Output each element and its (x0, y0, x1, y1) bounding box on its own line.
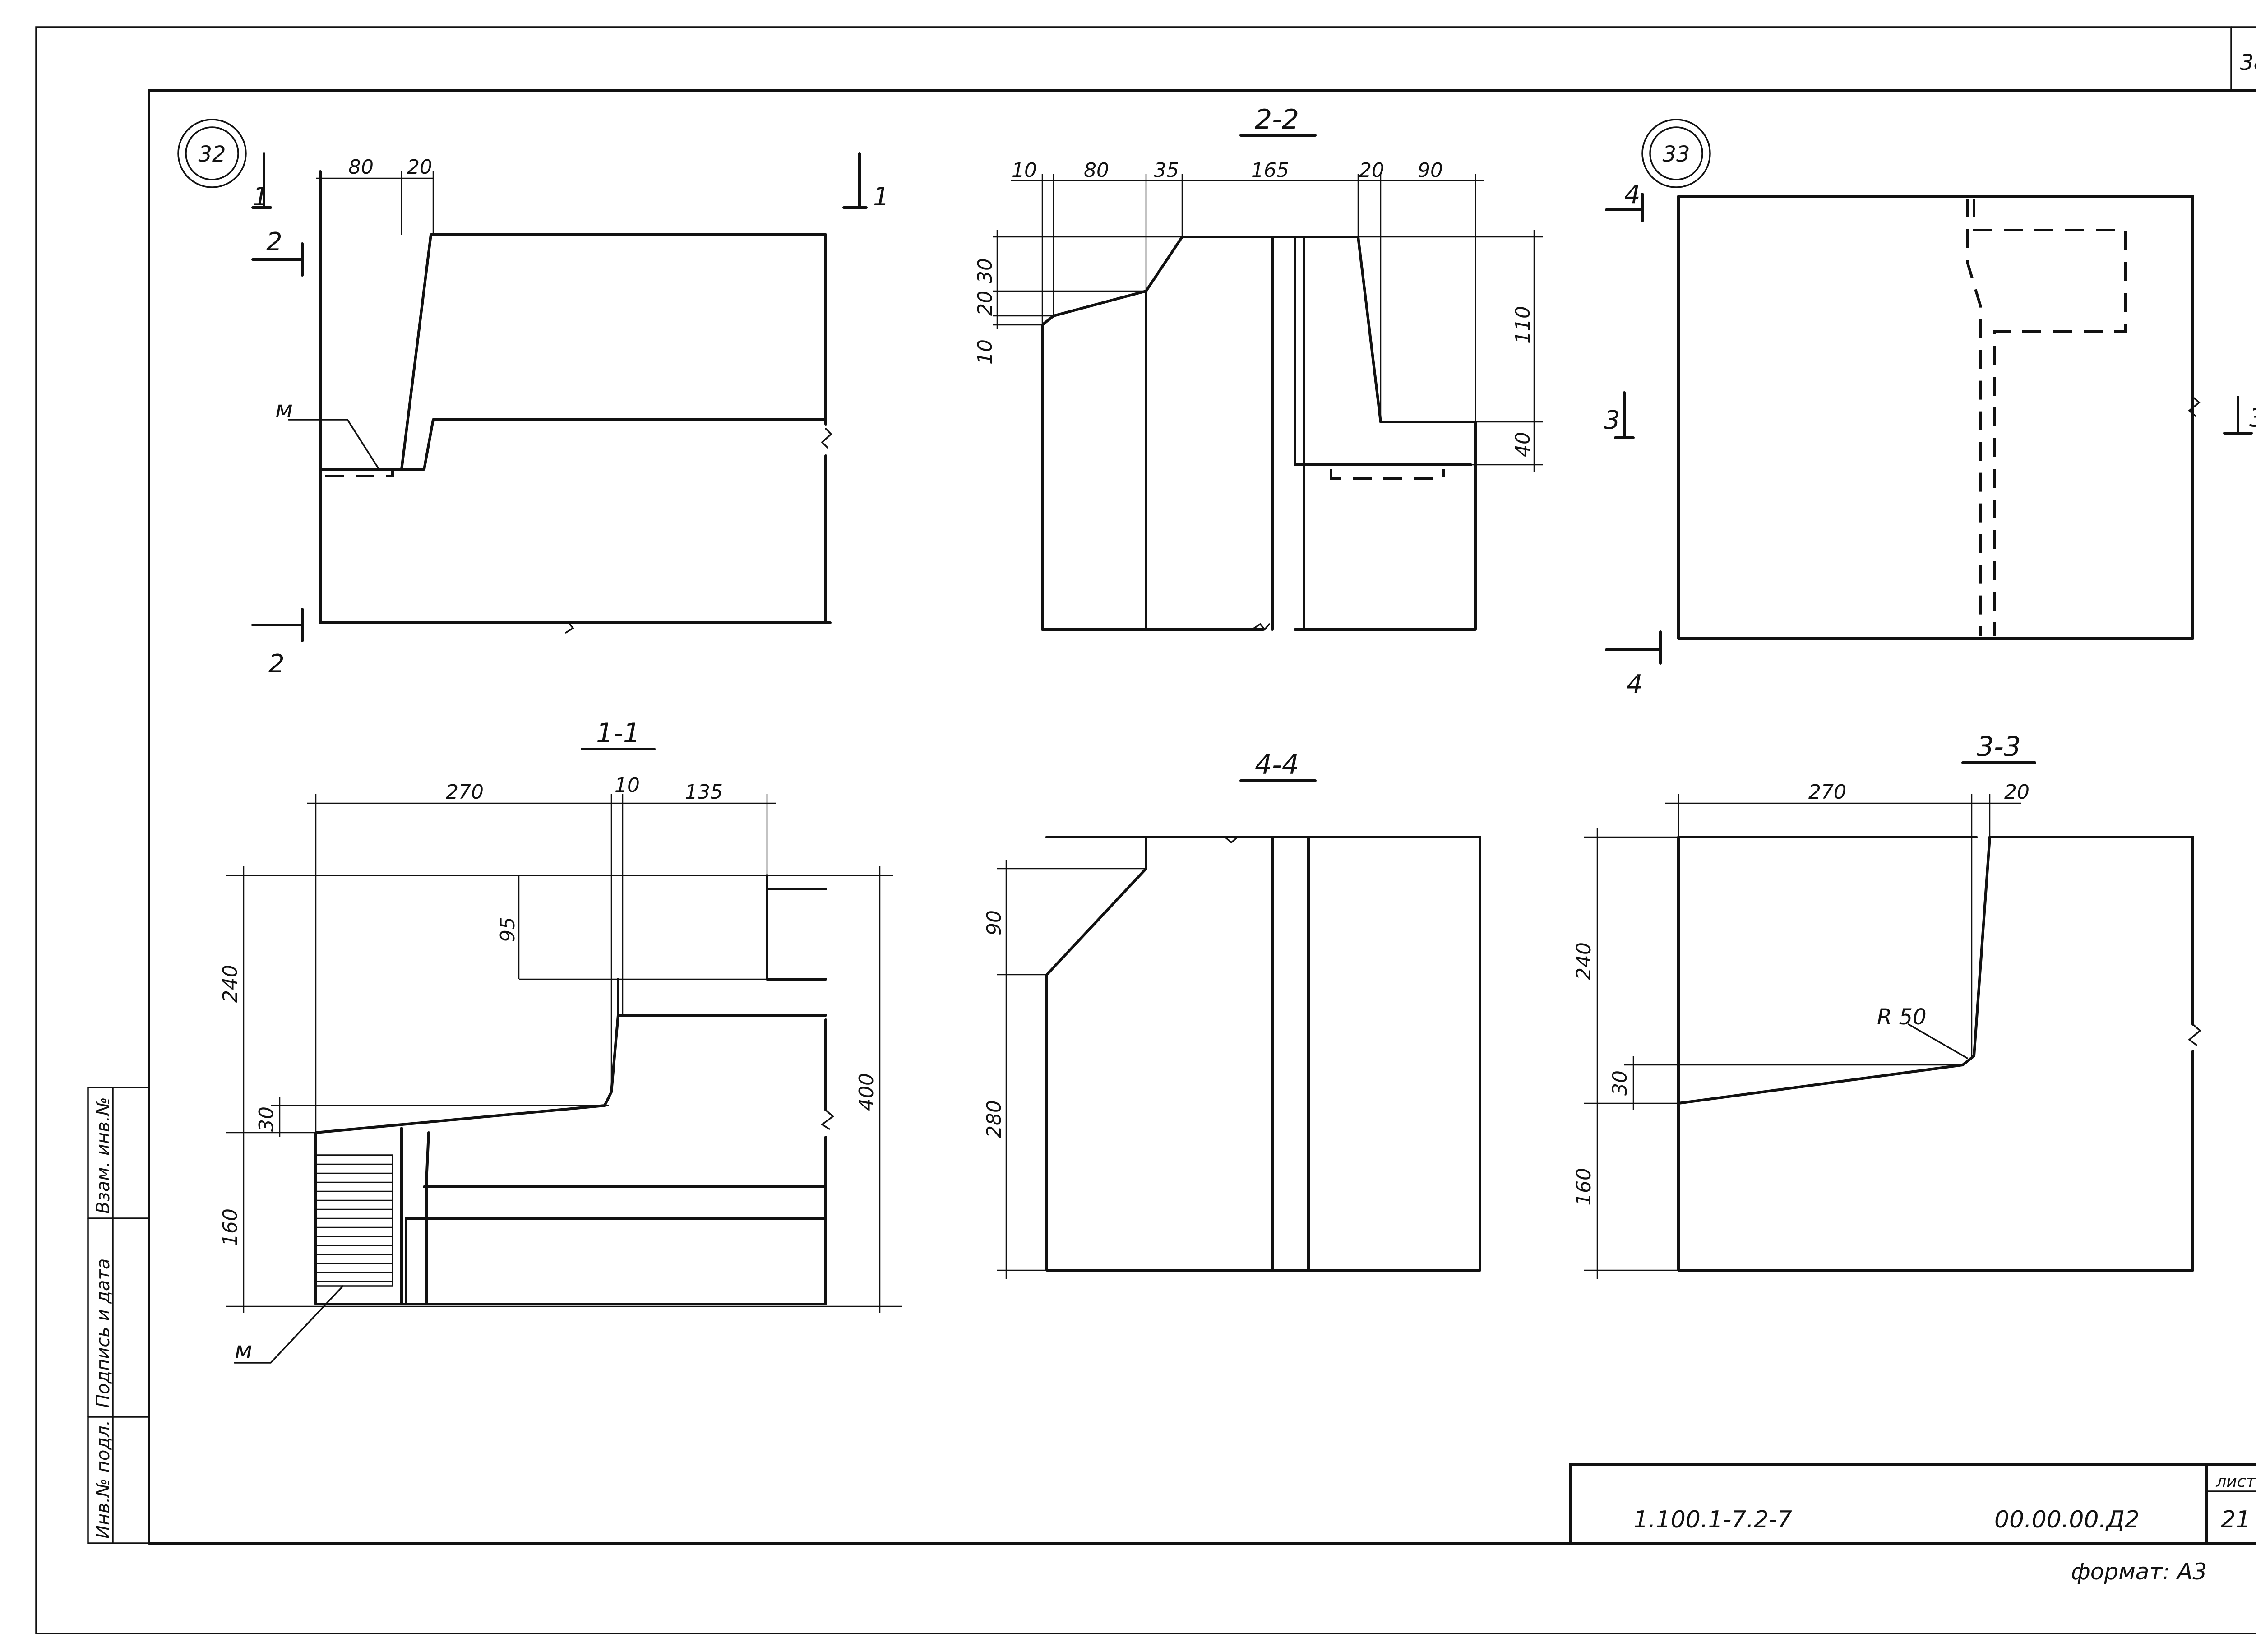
dim-270: 270 (1808, 781, 1846, 804)
dim-left-160: 160 (1572, 1168, 1595, 1206)
leader-m-sec11: м (235, 1337, 252, 1364)
cut-1-left: 1 (253, 182, 269, 212)
section-title-1-1: 1-1 (596, 717, 640, 749)
node-marker-32-ring (177, 119, 247, 188)
stamp-doc-series: 1.100.1-7.2-7 (1633, 1506, 1792, 1533)
dim-80: 80 (348, 156, 374, 179)
dim-left-90: 90 (983, 910, 1006, 935)
cut-2-top: 2 (266, 227, 282, 257)
dim-right-40: 40 (1512, 432, 1535, 457)
side-approval-column: Инв.№ подл. Подпись и дата Взам. инв.№ (87, 1087, 150, 1544)
node-marker-32: 32 (198, 142, 226, 167)
cut-4-bottom: 4 (1627, 670, 1643, 699)
title-stamp: 1.100.1-7.2-7 00.00.00.Д2 лист 21 (1569, 1463, 2256, 1545)
dim-right-110: 110 (1512, 306, 1535, 344)
stamp-doc-code: 00.00.00.Д2 (1994, 1506, 2140, 1533)
view-node-33: 33 4 4 3 3 (1604, 119, 2256, 699)
node-marker-33-ring (1641, 119, 1711, 188)
view-node-32: 32 80 20 1 1 2 2 м (177, 119, 889, 679)
radius-r50: R 50 (1877, 1004, 1927, 1030)
dim-10: 10 (1012, 159, 1037, 182)
cut-3-left: 3 (1604, 406, 1620, 435)
view-section-2-2: 2-2 10 80 35 165 20 90 30 20 10 110 40 (974, 104, 1543, 631)
dim-35: 35 (1154, 159, 1179, 182)
dim-20: 20 (407, 156, 432, 179)
dim-inner-95: 95 (496, 917, 519, 942)
cut-4-top: 4 (1624, 180, 1641, 209)
section-title-2-2: 2-2 (1255, 104, 1299, 135)
dim-left-30: 30 (1609, 1070, 1632, 1096)
dim-right-400: 400 (855, 1073, 878, 1111)
dim-270: 270 (446, 781, 484, 804)
stamp-sheet-label: лист (2215, 1472, 2256, 1491)
hatched-block (315, 1154, 393, 1287)
dim-left-160: 160 (219, 1208, 242, 1246)
view-section-1-1: 1-1 м 270 10 135 240 30 160 95 (219, 717, 902, 1364)
dim-80: 80 (1084, 159, 1109, 182)
dim-165: 165 (1251, 159, 1289, 182)
cut-2-bottom: 2 (268, 649, 285, 679)
dim-left-10: 10 (974, 339, 997, 365)
view-section-4-4: 4-4 90 280 (983, 749, 1481, 1279)
node-marker-33: 33 (1662, 142, 1690, 167)
dim-20: 20 (2004, 781, 2029, 804)
section-title-4-4: 4-4 (1255, 749, 1299, 781)
page-corner-number: 38 (2240, 50, 2256, 75)
dim-left-20: 20 (974, 291, 997, 316)
sheet-frame: 38 (35, 26, 2256, 1634)
dim-left-30: 30 (974, 258, 997, 283)
view-section-3-3: 3-3 R 50 270 20 240 30 160 (1572, 731, 2201, 1279)
cut-1-right: 1 (873, 182, 889, 212)
dim-20: 20 (1359, 159, 1384, 182)
dim-left-280: 280 (983, 1100, 1006, 1138)
dim-90: 90 (1418, 159, 1443, 182)
side-label-replacement: Взам. инв.№ (93, 1097, 114, 1214)
dim-left-30: 30 (255, 1106, 278, 1132)
stamp-sheet-number: 21 (2221, 1506, 2251, 1533)
side-label-inventory: Инв.№ подл. (93, 1420, 114, 1539)
dim-left-240: 240 (1572, 942, 1595, 980)
leader-m-node32: м (275, 396, 293, 423)
dim-10: 10 (615, 774, 640, 797)
section-title-3-3: 3-3 (1977, 731, 2021, 763)
dim-left-240: 240 (219, 965, 242, 1003)
side-label-signature: Подпись и дата (93, 1259, 114, 1408)
dim-135: 135 (685, 781, 723, 804)
format-label: формат: А3 (2071, 1559, 2207, 1585)
cut-3-right: 3 (2249, 403, 2256, 433)
